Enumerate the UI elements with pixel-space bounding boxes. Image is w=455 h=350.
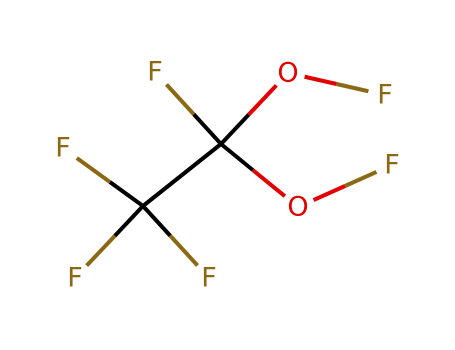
bond-c1-o1-a: [219, 113, 251, 146]
bond-c1-c2-a: [180, 142, 223, 177]
bond-c2-f3-b: [85, 234, 117, 268]
atom-label-f4: F: [201, 263, 217, 294]
bond-o1-f5-b: [336, 82, 369, 94]
atoms-layer: F F F F O O F F: [55, 57, 400, 294]
bond-c1-o2-b: [251, 168, 287, 198]
bond-c1-f1-b: [165, 83, 196, 116]
bond-c1-o2-a: [219, 142, 255, 172]
atom-label-f3: F: [67, 263, 83, 294]
bond-o1-f5-a: [304, 74, 337, 86]
bond-c2-f2-a: [108, 180, 145, 208]
atom-label-f6: F: [384, 150, 400, 181]
bond-o2-f6-a: [312, 184, 346, 202]
bond-o2-f6-b: [344, 170, 378, 188]
atom-label-o2: O: [287, 192, 308, 223]
atom-label-f1: F: [147, 57, 163, 88]
bond-c2-f3-a: [113, 204, 145, 238]
bond-c2-f4-b: [168, 234, 199, 267]
bond-c1-f1-a: [192, 112, 223, 146]
atom-label-f5: F: [377, 80, 393, 111]
bond-c2-f4-a: [141, 204, 172, 238]
bond-c1-o1-b: [247, 83, 278, 117]
atom-label-f2: F: [55, 133, 71, 164]
bond-c2-f2-b: [75, 156, 112, 184]
bonds-layer: [75, 74, 378, 268]
atom-label-o1: O: [277, 58, 298, 89]
bond-c1-c2-b: [141, 173, 184, 208]
